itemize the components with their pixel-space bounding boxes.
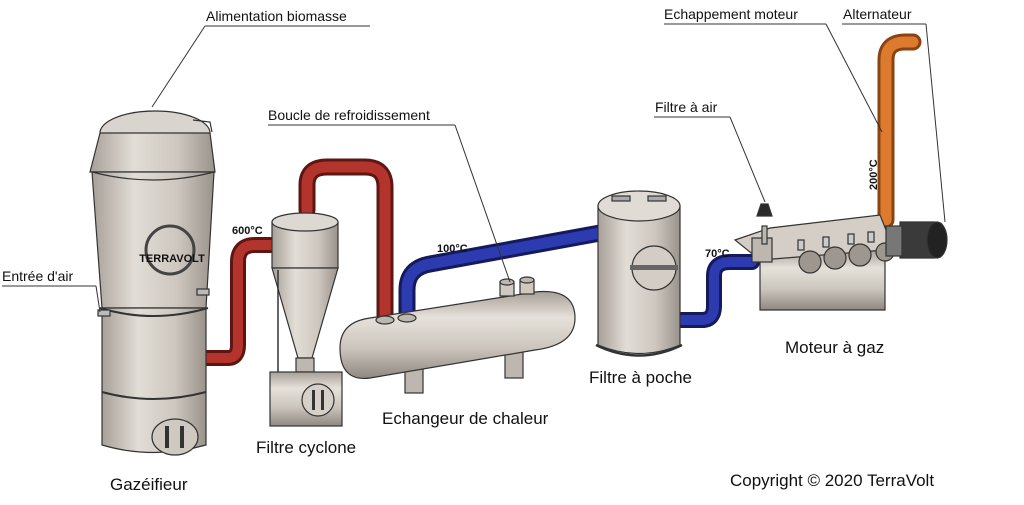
- gas-engine: [733, 203, 948, 311]
- cyclone-filter: [269, 212, 343, 427]
- temp-exhaust: 200°C: [868, 159, 880, 190]
- label-biomass-feed: Alimentation biomasse: [206, 8, 347, 24]
- callout-leaders: [2, 23, 946, 313]
- temp-exchanger-out: 100°C: [437, 243, 468, 255]
- label-cyclone: Filtre cyclone: [256, 438, 356, 457]
- hot-gas-pipe: [197, 237, 280, 366]
- label-gas-engine: Moteur à gaz: [785, 338, 884, 357]
- temp-gasifier-out: 600°C: [232, 225, 263, 237]
- heat-exchanger: [339, 276, 576, 394]
- temp-filter-out: 70°C: [705, 248, 730, 260]
- label-gasifier: Gazéifieur: [110, 475, 188, 494]
- cooling-loop-pipe: [298, 158, 394, 327]
- gasifier: TERRAVOLT: [89, 110, 216, 456]
- cool-gas-pipe: [398, 224, 609, 327]
- label-alternator: Alternateur: [843, 6, 912, 22]
- label-air-inlet: Entrée d'air: [2, 268, 73, 284]
- copyright-notice: Copyright © 2020 TerraVolt: [730, 471, 934, 490]
- bag-filter: [595, 190, 683, 357]
- label-heat-exchanger: Echangeur de chaleur: [382, 409, 549, 428]
- label-engine-exhaust: Echappement moteur: [664, 6, 798, 22]
- brand-badge: TERRAVOLT: [139, 253, 205, 265]
- label-cooling-loop: Boucle de refroidissement: [268, 107, 430, 123]
- label-bag-filter: Filtre à poche: [589, 368, 692, 387]
- label-air-filter: Filtre à air: [655, 99, 718, 115]
- exhaust-pipe: [877, 33, 922, 229]
- filtered-gas-pipe: [672, 254, 760, 328]
